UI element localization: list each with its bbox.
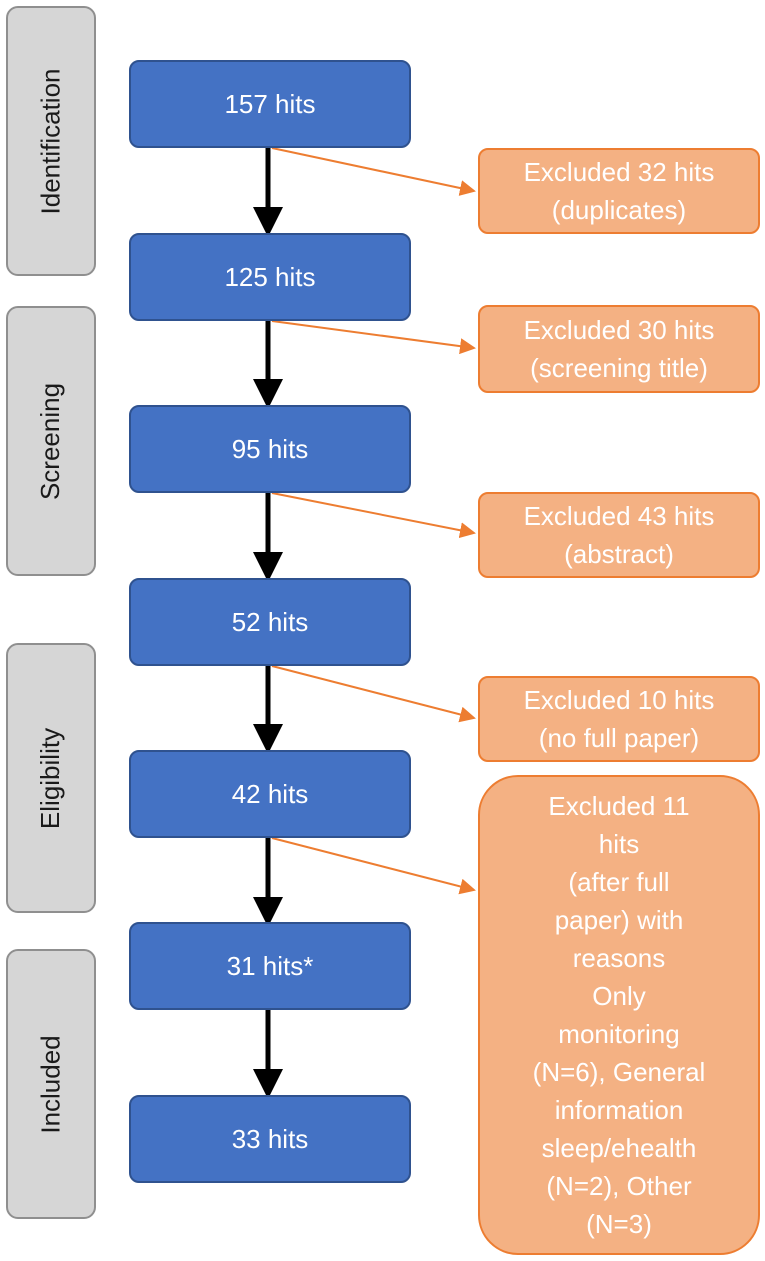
exclusion-box-screening-title: Excluded 30 hits (screening title) [478, 305, 760, 393]
exclusion-arrow-2 [271, 320, 476, 355]
flow-box-31: 31 hits* [129, 922, 411, 1010]
phase-included: Included [6, 949, 96, 1219]
exclusion-box-no-full-paper: Excluded 10 hits (no full paper) [478, 676, 760, 762]
phase-eligibility: Eligibility [6, 643, 96, 913]
exclusion-arrow-4 [271, 665, 476, 723]
exclusion-box-duplicates: Excluded 32 hits (duplicates) [478, 148, 760, 234]
phase-screening: Screening [6, 306, 96, 576]
flow-box-33: 33 hits [129, 1095, 411, 1183]
phase-identification: Identification [6, 6, 96, 276]
exclusion-box-abstract: Excluded 43 hits (abstract) [478, 492, 760, 578]
flow-box-42: 42 hits [129, 750, 411, 838]
flow-box-95: 95 hits [129, 405, 411, 493]
exclusion-arrow-3 [271, 492, 476, 539]
flow-box-52: 52 hits [129, 578, 411, 666]
exclusion-box-full-paper-reasons: Excluded 11 hits (after full paper) with… [478, 775, 760, 1255]
exclusion-arrow-5 [271, 837, 476, 895]
exclusion-arrow-1 [271, 147, 476, 196]
flow-box-157: 157 hits [129, 60, 411, 148]
flow-box-125: 125 hits [129, 233, 411, 321]
